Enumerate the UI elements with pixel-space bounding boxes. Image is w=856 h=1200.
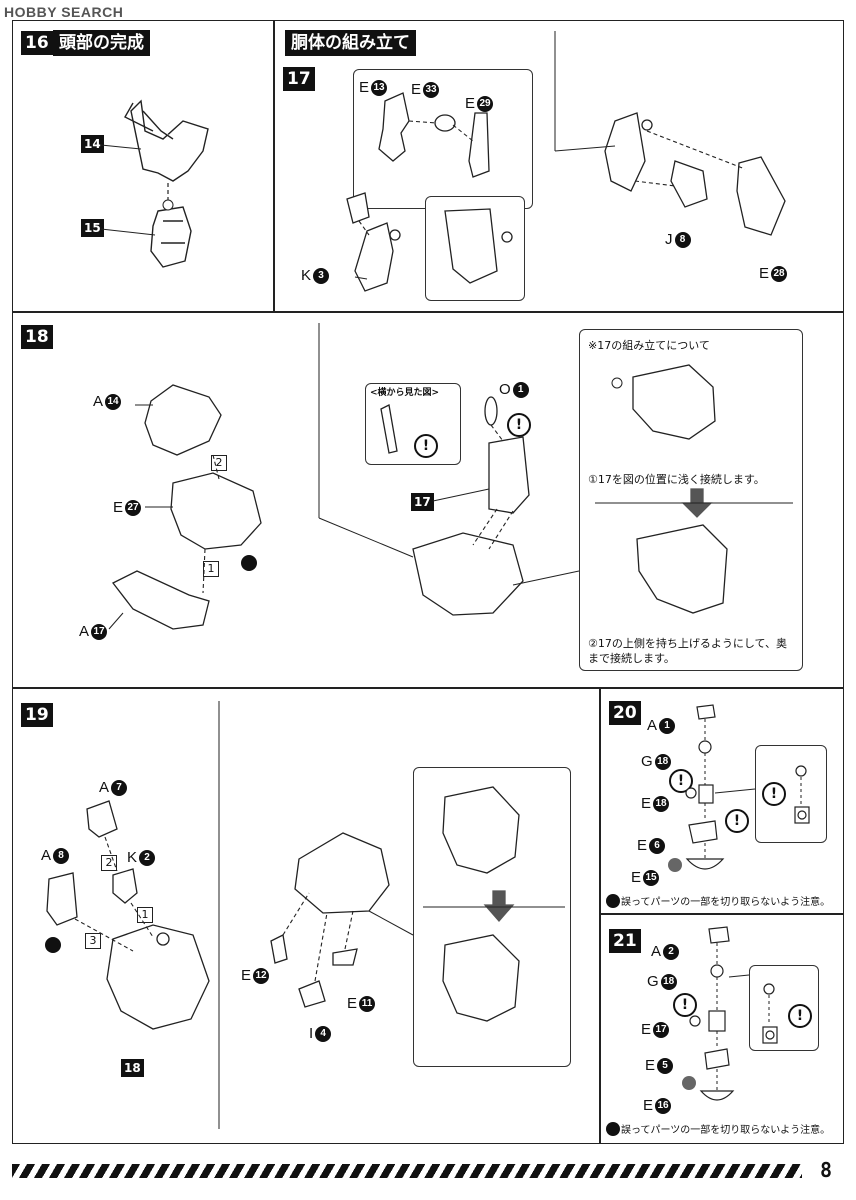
step-20-drawing	[606, 704, 810, 908]
warning-icon: !	[762, 782, 786, 806]
step-number-16: 16	[21, 31, 53, 55]
detail-box-21: !	[749, 965, 819, 1051]
step-order-2: 2	[211, 455, 227, 471]
step-number-21: 21	[609, 929, 641, 953]
warning-icon: !	[725, 809, 749, 833]
step-number-18: 18	[21, 325, 53, 349]
warning-icon: !	[788, 1004, 812, 1028]
step-order-3: 3	[85, 933, 101, 949]
site-logo: HOBBY SEARCH	[4, 4, 123, 22]
side-view-box: <横から見た図> !	[365, 383, 461, 465]
step-19-drawing	[45, 701, 565, 1129]
step-number-20: 20	[609, 701, 641, 725]
warning-icon: !	[673, 993, 697, 1017]
side-view-label: <横から見た図>	[370, 388, 440, 398]
step-number-17: 17	[283, 67, 315, 91]
note-step-2: ②17の上側を持ち上げるようにして、奥まで接続します。	[588, 637, 787, 665]
part-ref-18: 18	[121, 1059, 144, 1077]
footer-stripe	[12, 1164, 802, 1178]
torso-assembly-drawing	[346, 31, 786, 292]
part-label-14: 14	[81, 135, 104, 153]
warning-icon: !	[507, 413, 531, 437]
step-order-1: 1	[137, 907, 153, 923]
step-16-title: 頭部の完成	[53, 30, 150, 56]
caution-text: 誤ってパーツの一部を切り取らないよう注意。	[621, 1125, 831, 1136]
warning-icon: !	[414, 434, 438, 458]
panel-step-16: 16 頭部の完成 14 15	[12, 20, 274, 312]
part-ref-17: 17	[411, 493, 434, 511]
step-21-drawing	[606, 926, 778, 1136]
step-number-19: 19	[21, 703, 53, 727]
step-order-1: 1	[203, 561, 219, 577]
part-label-15: 15	[81, 219, 104, 237]
logo-text: HOBBY SEARCH	[4, 4, 124, 20]
note-step-1: ①17を図の位置に浅く接続します。	[588, 473, 765, 486]
page-number: 8	[820, 1158, 833, 1182]
head-assembly-drawing	[100, 99, 209, 268]
step-18-drawing	[108, 323, 793, 630]
detail-box-20: !	[755, 745, 827, 843]
caution-text: 誤ってパーツの一部を切り取らないよう注意。	[621, 897, 831, 908]
note-title: ※17の組み立てについて	[588, 339, 710, 352]
section-title-torso: 胴体の組み立て	[285, 30, 416, 56]
